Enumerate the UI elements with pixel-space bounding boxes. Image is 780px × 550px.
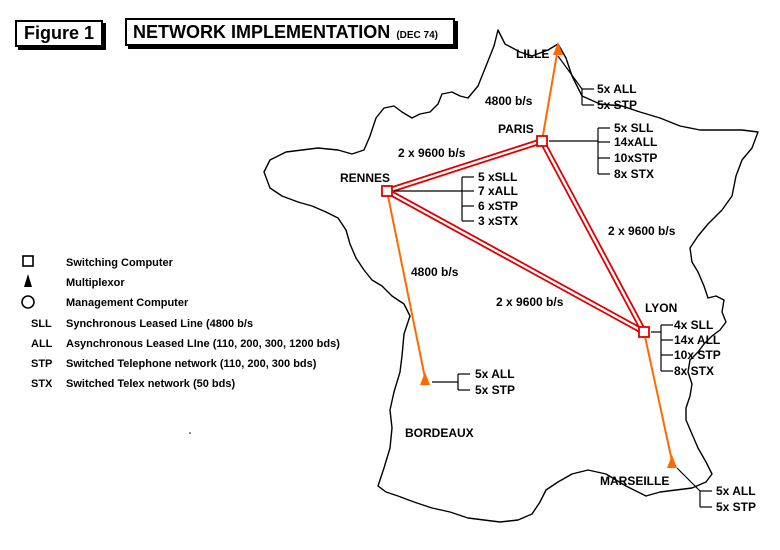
link-lyon-marseille <box>643 331 673 462</box>
legend-abbr-text-3: Switched Telex network (50 bds) <box>66 378 235 390</box>
links-layer <box>385 47 673 462</box>
legend: Switching Computer Multiplexor Managemen… <box>21 255 340 390</box>
circle-icon <box>21 295 35 309</box>
lyon-line-2: 10x STP <box>674 348 721 362</box>
legend-abbr-1: ALL <box>31 338 53 350</box>
lyon-line-0: 4x SLL <box>674 318 713 332</box>
link-label-paris-lille: 4800 b/s <box>485 94 533 108</box>
link-label-paris-lyon: 2 x 9600 b/s <box>608 224 676 238</box>
paris-line-3: 8x STX <box>614 167 654 181</box>
node-label-lyon: LYON <box>645 301 677 315</box>
marseille-line-1: 5x STP <box>716 500 756 514</box>
link-paris-lille <box>541 47 559 142</box>
france-outline <box>263 29 759 523</box>
legend-abbr-text-2: Switched Telephone network (110, 200, 30… <box>66 358 317 370</box>
switching-node-paris <box>536 135 548 147</box>
tap-bordeaux <box>432 373 470 391</box>
tap-paris <box>549 127 610 175</box>
legend-abbr-text-1: Asynchronous Leased LIne (110, 200, 300,… <box>66 338 340 350</box>
paris-line-0: 5x SLL <box>614 121 653 135</box>
link-label-rennes-lyon: 2 x 9600 b/s <box>496 295 564 309</box>
tap-rennes <box>394 176 474 222</box>
lyon-line-1: 14x ALL <box>674 333 720 347</box>
legend-symbol-1: Multiplexor <box>66 277 125 289</box>
multiplexor-node-lille <box>553 42 563 55</box>
link-label-rennes-paris: 2 x 9600 b/s <box>398 146 466 160</box>
page-title: NETWORK IMPLEMENTATION <box>133 22 391 42</box>
rennes-line-1: 7 xALL <box>478 184 518 198</box>
rennes-line-2: 6 xSTP <box>478 199 518 213</box>
link-rennes-bordeaux <box>386 190 426 379</box>
legend-symbol-2: Management Computer <box>66 297 189 309</box>
legend-abbr-text-0: Synchronous Leased Line (4800 b/s <box>66 318 253 330</box>
multiplexor-node-bordeaux <box>420 372 430 385</box>
bordeaux-line-1: 5x STP <box>475 383 515 397</box>
link-rennes-lyon <box>385 188 646 335</box>
link-rennes-paris <box>386 138 543 194</box>
node-label-marseille: MARSEILLE <box>600 474 669 488</box>
legend-abbr-2: STP <box>31 358 52 370</box>
paris-line-1: 14xALL <box>614 135 657 149</box>
legend-symbol-0: Switching Computer <box>66 257 174 269</box>
stray-dot <box>189 432 191 434</box>
square-icon <box>22 255 34 267</box>
legend-abbr-3: STX <box>31 378 53 390</box>
node-label-bordeaux: BORDEAUX <box>405 426 474 440</box>
marseille-line-0: 5x ALL <box>716 484 756 498</box>
tap-marseille <box>676 467 712 508</box>
tap-lille <box>557 55 594 106</box>
node-label-lille: LILLE <box>516 47 549 61</box>
title-date: (DEC 74) <box>396 30 438 41</box>
lille-line-1: 5x STP <box>597 98 637 112</box>
figure-label: Figure 1 <box>15 20 103 47</box>
bordeaux-line-0: 5x ALL <box>475 367 515 381</box>
rennes-line-3: 3 xSTX <box>478 214 518 228</box>
lyon-line-3: 8x STX <box>674 364 714 378</box>
multiplexor-node-marseille <box>667 455 677 468</box>
lille-line-0: 5x ALL <box>597 82 637 96</box>
switching-node-lyon <box>638 326 650 338</box>
node-label-rennes: RENNES <box>340 171 390 185</box>
switching-node-rennes <box>381 185 393 197</box>
tap-lyon <box>651 324 673 372</box>
terminal-taps-layer <box>394 55 712 508</box>
link-label-rennes-bordeaux: 4800 b/s <box>411 265 459 279</box>
node-label-paris: PARIS <box>498 122 534 136</box>
nodes-layer <box>381 42 677 468</box>
link-paris-lyon <box>539 139 647 334</box>
legend-abbr-0: SLL <box>31 318 52 330</box>
title-box: NETWORK IMPLEMENTATION (DEC 74) <box>125 18 455 46</box>
paris-line-2: 10xSTP <box>614 151 657 165</box>
rennes-line-0: 5 xSLL <box>478 170 517 184</box>
triangle-icon <box>24 274 32 287</box>
